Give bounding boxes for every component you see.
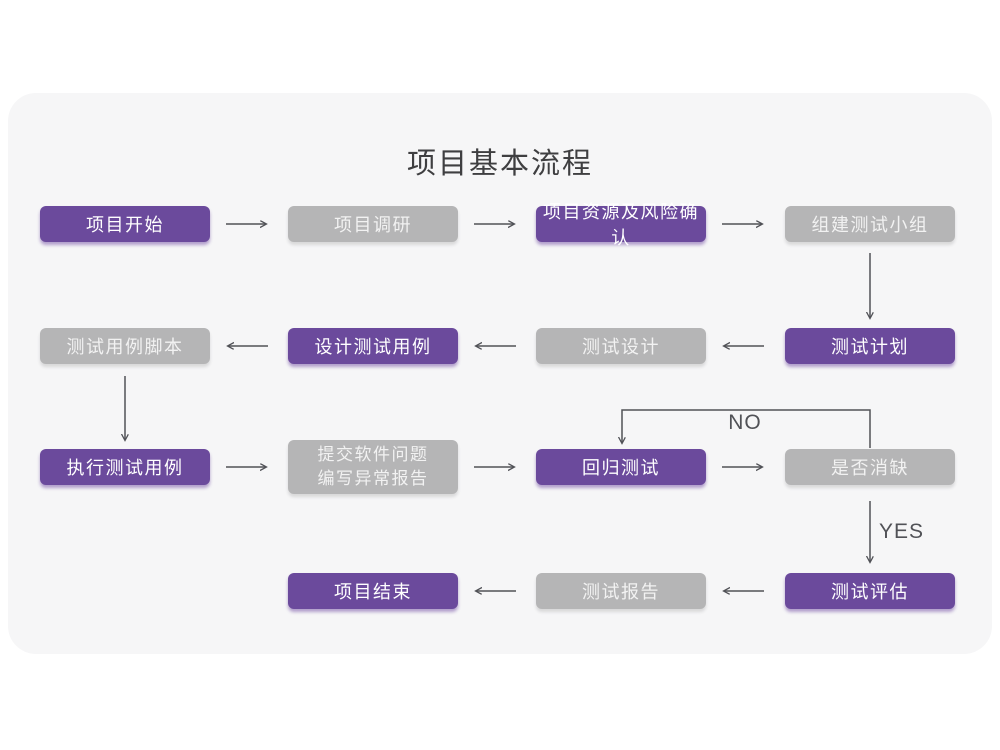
node-label: 测试设计: [582, 337, 660, 357]
node-label-line2: 编写异常报告: [317, 469, 429, 488]
edge-label-yes: YES: [879, 520, 925, 543]
node-project-research: 项目调研: [288, 206, 458, 242]
node-design-test-cases: 设计测试用例: [288, 328, 458, 364]
node-label-line1: 提交软件问题: [317, 445, 429, 465]
node-test-case-script: 测试用例脚本: [40, 328, 210, 364]
node-label: 是否消缺: [831, 458, 909, 478]
node-project-start: 项目开始: [40, 206, 210, 242]
node-project-end: 项目结束: [288, 573, 458, 609]
node-label: 测试用例脚本: [66, 337, 184, 357]
node-label: 项目调研: [334, 215, 412, 235]
node-submit-issue-report: 提交软件问题 编写异常报告: [288, 440, 458, 494]
node-execute-test-cases: 执行测试用例: [40, 449, 210, 485]
node-label: 执行测试用例: [66, 458, 184, 478]
node-label: 测试报告: [582, 582, 660, 602]
edge-label-no: NO: [728, 411, 762, 434]
node-label: 设计测试用例: [314, 337, 432, 357]
node-build-test-team: 组建测试小组: [785, 206, 955, 242]
node-label: 测试计划: [831, 337, 909, 357]
node-label: 回归测试: [582, 458, 660, 478]
node-label: 测试评估: [831, 582, 909, 602]
node-label: 组建测试小组: [811, 215, 929, 235]
node-test-evaluation: 测试评估: [785, 573, 955, 609]
node-label: 项目开始: [86, 215, 164, 235]
node-resource-risk-confirm: 项目资源及风险确认: [536, 202, 706, 248]
node-test-report: 测试报告: [536, 573, 706, 609]
node-regression-test: 回归测试: [536, 449, 706, 485]
page-title: 项目基本流程: [406, 148, 593, 180]
node-label: 项目资源及风险确认: [543, 202, 699, 248]
node-test-plan: 测试计划: [785, 328, 955, 364]
node-test-design: 测试设计: [536, 328, 706, 364]
node-label: 项目结束: [334, 582, 412, 602]
flowchart-card: [8, 93, 992, 654]
node-defect-cleared-decision: 是否消缺: [785, 449, 955, 485]
